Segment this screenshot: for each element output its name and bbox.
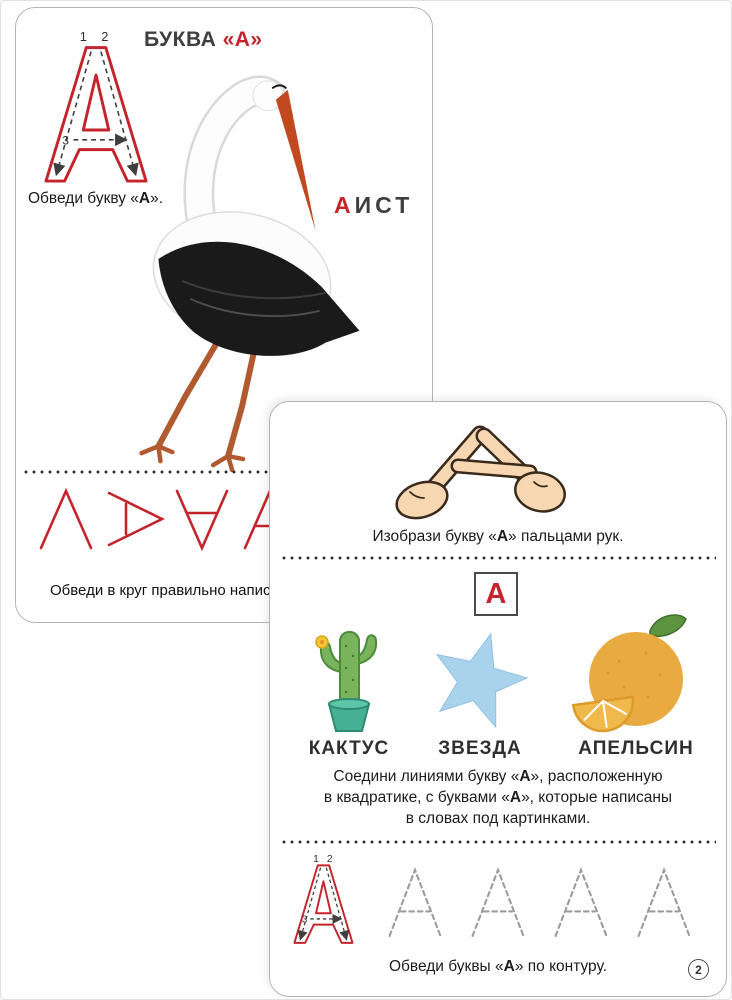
trace-instruction: Обведи букву «А». (28, 190, 163, 208)
dashed-letter-a-icon[interactable] (631, 864, 697, 940)
dotted-divider (280, 556, 716, 560)
label-cactus[interactable]: КАКТУС (308, 738, 390, 759)
dashed-letter-a-icon[interactable] (548, 864, 614, 940)
connect-line2-accent: А (509, 789, 522, 806)
trace-instruction-accent: А (138, 190, 151, 207)
stroke-number-1: 1 (80, 29, 87, 44)
a-rotated-right-icon[interactable] (102, 486, 166, 552)
star-icon (435, 632, 529, 728)
fingers-instruction: Изобрази букву «А» пальцами рук. (270, 528, 726, 546)
stork-icon (139, 75, 360, 473)
word-aist-first-letter: А (334, 192, 355, 218)
trace-instruction-pre: Обведи букву « (28, 190, 139, 207)
connect-line1-pre: Соедини линиями букву « (333, 768, 520, 785)
stroke-number-3: 3 (302, 914, 307, 925)
circle-instruction: Обведи в круг правильно написан (50, 582, 288, 599)
orange-icon (571, 614, 687, 733)
a-no-crossbar-icon[interactable] (34, 486, 98, 552)
connect-instruction: Соедини линиями букву «А», расположенную… (270, 766, 726, 829)
word-aist-rest: ИСТ (354, 192, 414, 218)
trace-letter-a-icon: 1 2 3 (44, 29, 148, 183)
boxed-letter-a[interactable]: А (474, 572, 518, 616)
outline-instruction: Обведи буквы «А» по контуру. (270, 958, 726, 976)
fingers-instruction-accent: А (496, 528, 509, 545)
connect-line1-accent: А (519, 768, 531, 785)
connect-line2-pre: в квадратике, с буквами « (323, 789, 510, 806)
hands-forming-a-icon (395, 425, 566, 520)
stroke-number-3: 3 (62, 135, 69, 148)
dashed-letter-a-icon[interactable] (382, 864, 448, 940)
stroke-number-1: 1 (313, 854, 319, 865)
dashed-letter-a-icon[interactable] (465, 864, 531, 940)
connect-instruction-line3: в словах под картинками. (405, 810, 591, 827)
connect-line1-post: », расположенную (530, 768, 663, 785)
fingers-instruction-post: » пальцами рук. (508, 528, 624, 545)
connect-instruction-line2: в квадратике, с буквами «А», которые нап… (270, 787, 726, 808)
dotted-divider (280, 840, 716, 844)
connect-instruction-line1: Соедини линиями букву «А», расположенную (270, 766, 726, 787)
connect-line2-post: », которые написаны (521, 789, 673, 806)
stroke-number-2: 2 (101, 29, 108, 44)
back-card: 1 2 3 БУКВА «А» Обведи букву «А». (15, 7, 433, 623)
fingers-instruction-pre: Изобрази букву « (372, 528, 497, 545)
word-aist: АИСТ (334, 192, 413, 219)
label-orange[interactable]: АПЕЛЬСИН (578, 738, 694, 759)
a-upside-down-icon[interactable] (170, 486, 234, 552)
outline-instruction-post: » по контуру. (514, 958, 608, 975)
cactus-icon (315, 631, 378, 732)
outline-instruction-pre: Обведи буквы « (388, 958, 504, 975)
card-title-text: БУКВА (144, 28, 223, 51)
trace-instruction-post: ». (150, 190, 164, 207)
hollow-letter-a (44, 46, 148, 183)
front-card: Изобрази букву «А» пальцами рук. А (269, 401, 727, 997)
page-number-badge: 2 (688, 959, 709, 980)
label-star[interactable]: ЗВЕЗДА (438, 738, 522, 759)
stroke-arrow-2 (100, 51, 139, 177)
outline-instruction-accent: А (503, 958, 515, 975)
stroke-arrow-1 (53, 51, 92, 177)
trace-letter-a-small-icon[interactable]: 1 2 3 (292, 854, 356, 944)
stroke-number-2: 2 (327, 854, 333, 865)
dotted-divider (22, 470, 426, 474)
card-title: БУКВА «А» (144, 28, 263, 52)
card-title-accent: «А» (222, 28, 263, 51)
